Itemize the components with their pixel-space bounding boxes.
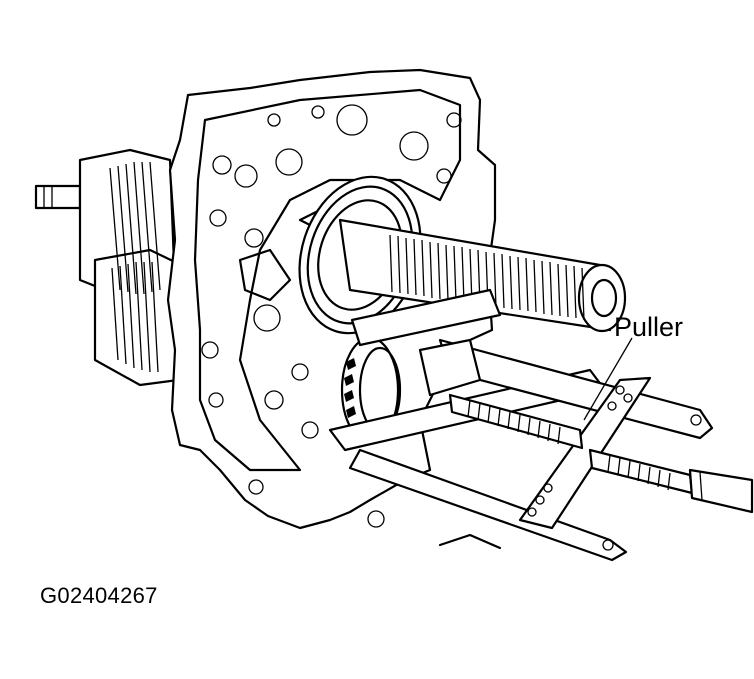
output-shaft xyxy=(338,218,627,333)
puller-tool xyxy=(328,288,754,562)
puller-label: Puller xyxy=(614,312,684,342)
figure-code: G02404267 xyxy=(40,583,158,608)
gear-cluster xyxy=(34,148,180,387)
